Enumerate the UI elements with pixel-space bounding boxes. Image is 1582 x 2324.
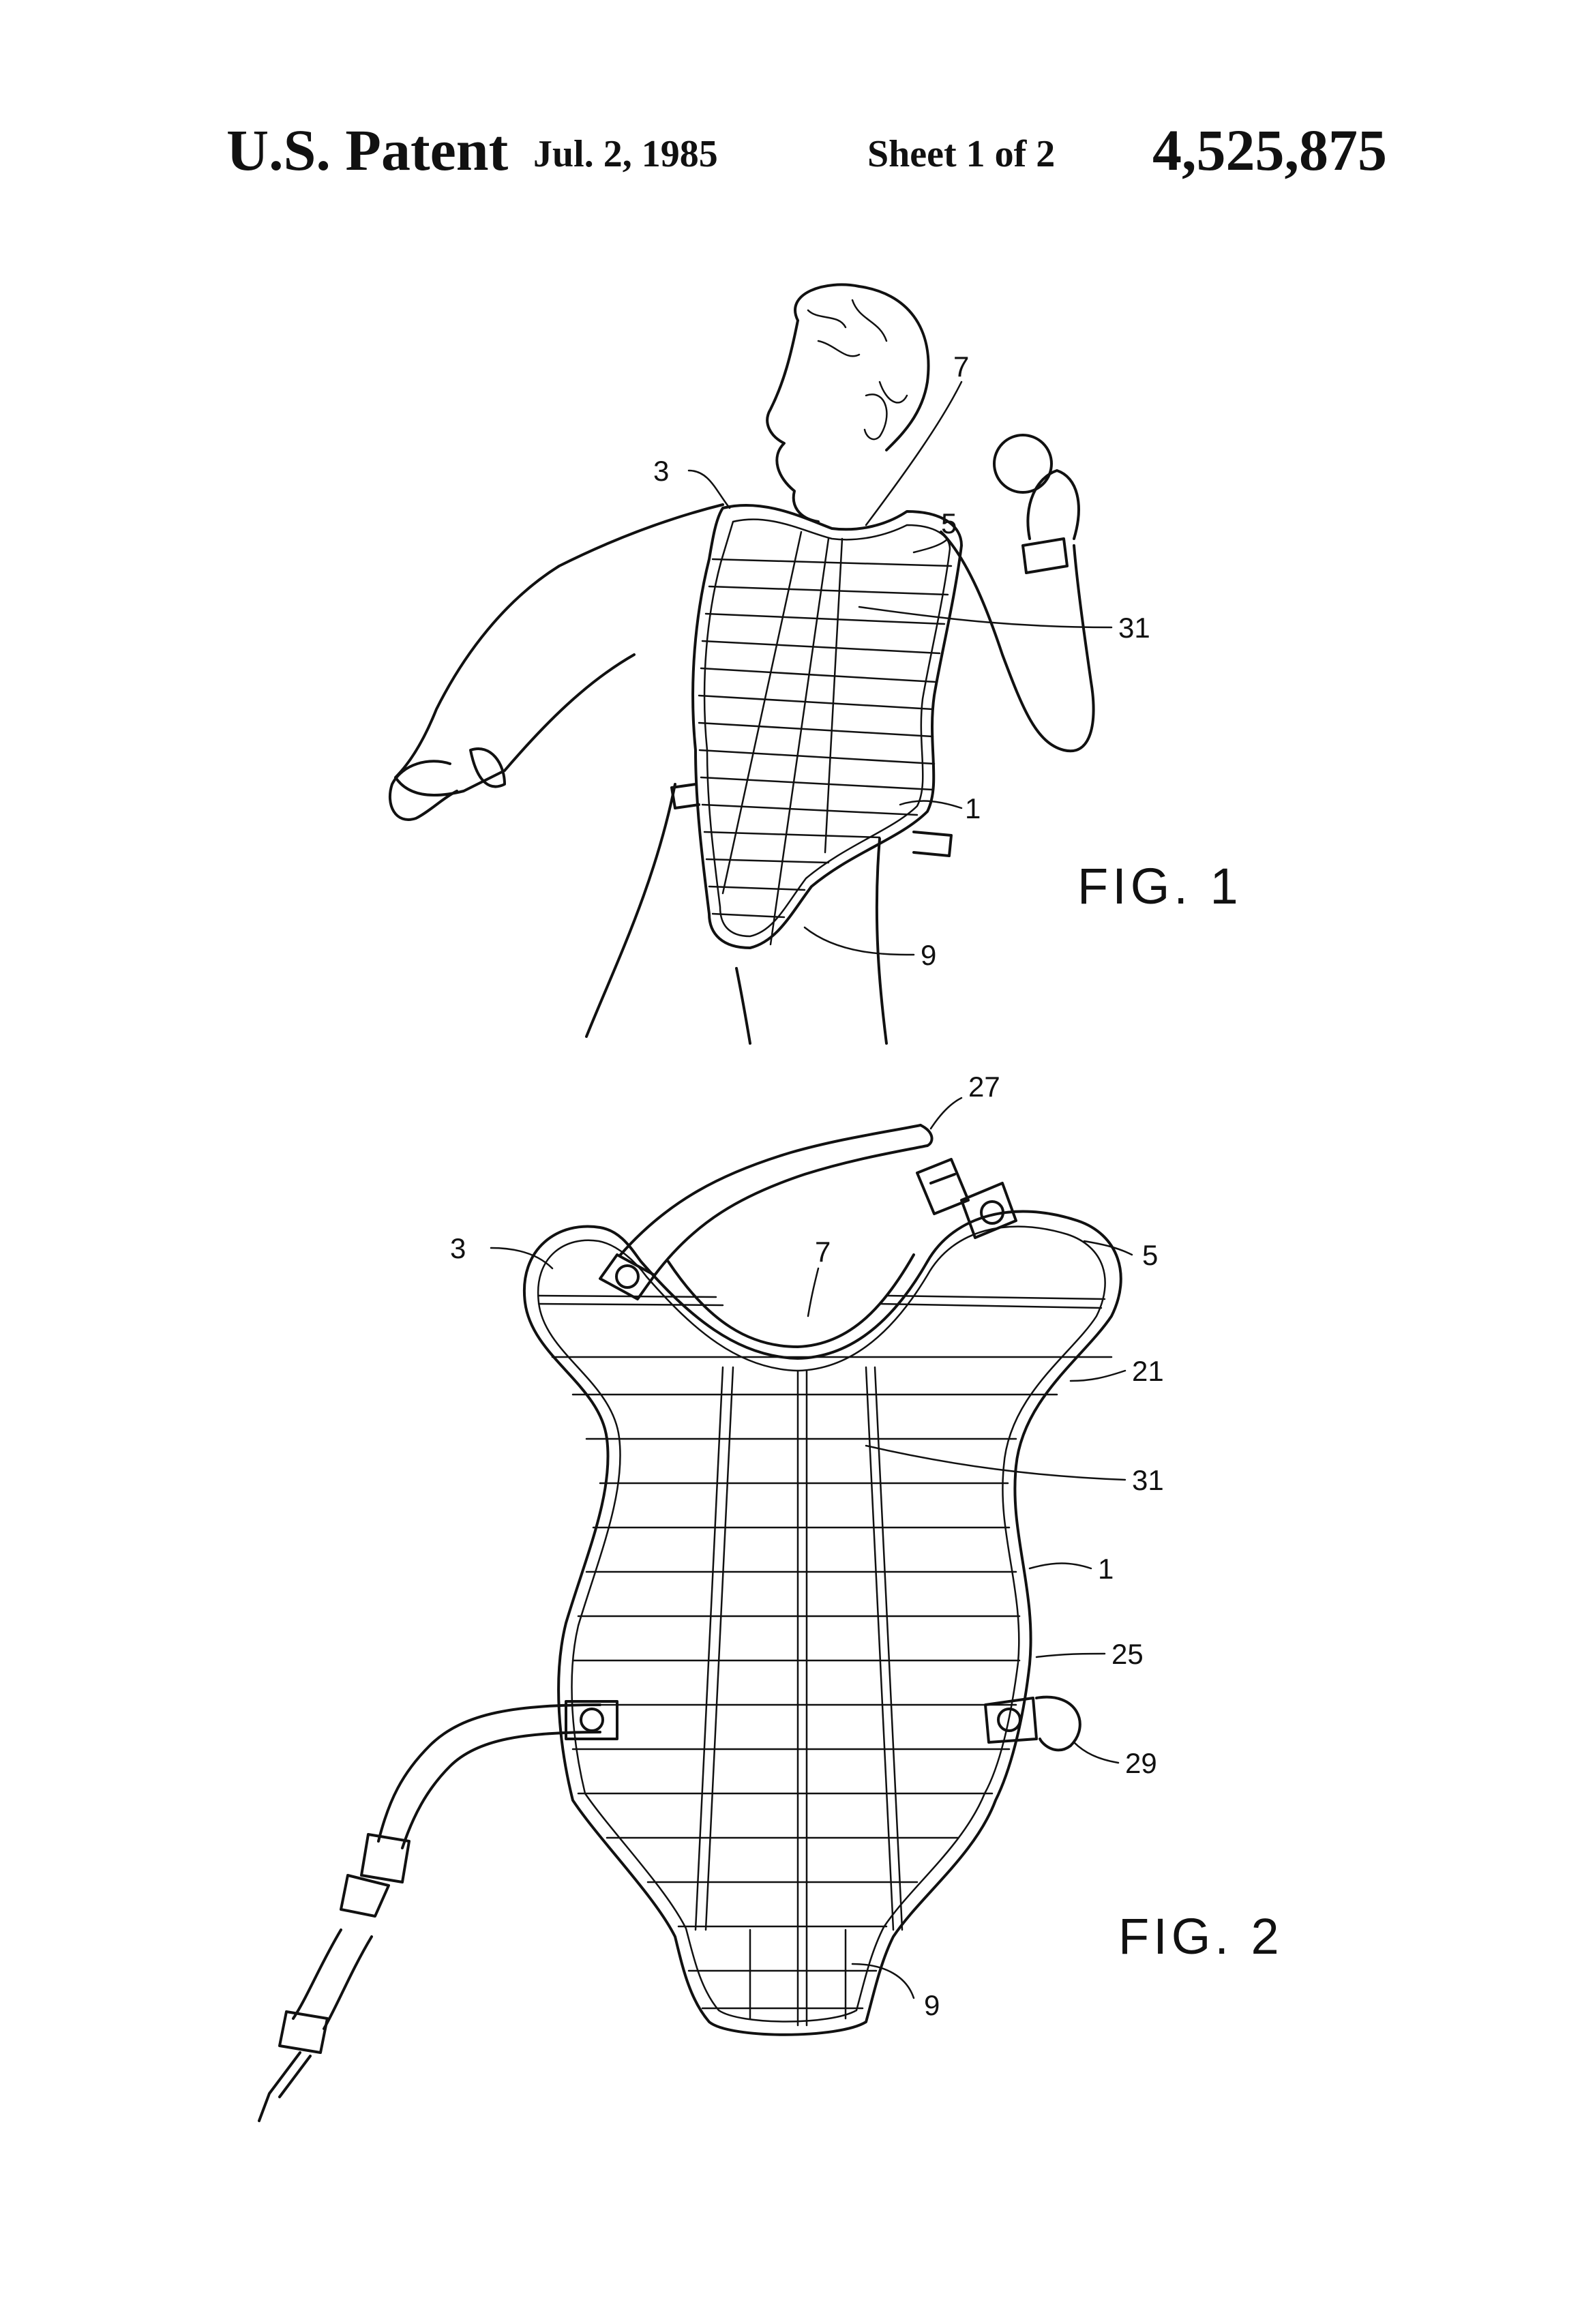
fig2-buckle-right: [916, 1158, 1017, 1239]
fig2-waist-tab-right: [984, 1697, 1038, 1744]
figure-2: 27 3 7 5 21 31 1 25 29 9 FIG. 2: [258, 1071, 1283, 2122]
fig2-leaders: [490, 1097, 1133, 1999]
fig1-hand-left: [388, 760, 458, 821]
fig2-vertical-stiffeners: [694, 1366, 904, 2027]
fig2-waist-tab-left: [565, 1700, 618, 1740]
patent-header: U.S. Patent Jul. 2, 1985 Sheet 1 of 2 4,…: [0, 116, 1582, 211]
fig1-hand-right: [1026, 469, 1080, 540]
fig1-padding-ribs: [698, 531, 953, 946]
fig2-waist-strap-left: [377, 1703, 601, 1849]
fig2-label-7: 7: [815, 1236, 831, 1268]
fig1-protector-inner: [703, 518, 951, 938]
patent-date: Jul. 2, 1985: [533, 133, 718, 175]
patent-number: 4,525,875: [1152, 117, 1387, 183]
fig2-label-5: 5: [1142, 1239, 1158, 1271]
fig2-label-25: 25: [1111, 1638, 1144, 1670]
fig2-label-27: 27: [968, 1071, 1000, 1103]
fig1-protector-outline: [691, 503, 963, 949]
fig2-strap-lower-piece: [292, 1928, 373, 2030]
fig2-strap-tab-left: [599, 1253, 656, 1300]
fig1-cuff-right: [1021, 537, 1069, 574]
fig2-protector-outline: [522, 1210, 1122, 2036]
fig2-strap-end: [919, 1124, 934, 1147]
fig1-strap: [670, 783, 953, 857]
fig1-label-5: 5: [941, 507, 957, 539]
fig1-cuff-left: [469, 747, 506, 788]
fig2-rivet-left-waist: [580, 1708, 604, 1732]
figure-1: 3 7 5 31 1 9 FIG. 1: [388, 283, 1242, 1045]
fig2-label-29: 29: [1125, 1747, 1157, 1779]
fig2-caption: FIG. 2: [1118, 1908, 1283, 1965]
fig1-label-9: 9: [921, 939, 936, 971]
fig2-label-9: 9: [924, 1989, 940, 2021]
fig2-d-ring: [1035, 1695, 1081, 1752]
fig2-rivet-right-waist: [997, 1708, 1021, 1732]
fig2-waist-buckle-left: [340, 1833, 411, 1918]
sheet-number: Sheet 1 of 2: [867, 133, 1056, 175]
fig1-legs: [585, 783, 888, 1045]
fig2-protector-binding: [537, 1225, 1106, 2023]
fig2-label-3: 3: [450, 1232, 466, 1264]
fig2-strap-clip: [258, 2010, 329, 2122]
fig2-rivet-right-shoulder: [980, 1200, 1004, 1225]
fig1-label-7: 7: [953, 351, 969, 383]
fig1-label-3: 3: [653, 455, 669, 487]
fig1-label-1: 1: [965, 792, 981, 824]
fig1-ear: [863, 393, 888, 441]
patent-title: U.S. Patent: [226, 117, 509, 183]
fig2-label-21: 21: [1132, 1355, 1164, 1387]
fig2-label-31: 31: [1132, 1464, 1164, 1496]
fig2-rivet-left-shoulder: [615, 1264, 640, 1289]
fig1-label-31: 31: [1118, 612, 1150, 644]
fig1-caption: FIG. 1: [1077, 858, 1242, 914]
fig2-shoulder-strap: [619, 1124, 929, 1277]
fig1-leaders: [687, 381, 1113, 956]
fig2-padding-ribs: [537, 1294, 1113, 2010]
fig1-head: [766, 283, 930, 523]
fig2-label-1: 1: [1098, 1553, 1114, 1585]
fig1-baseball: [993, 434, 1053, 494]
fig1-body-outline: [394, 503, 1095, 796]
fig2-neck-opening: [667, 1253, 915, 1348]
fig1-hair: [807, 299, 908, 404]
